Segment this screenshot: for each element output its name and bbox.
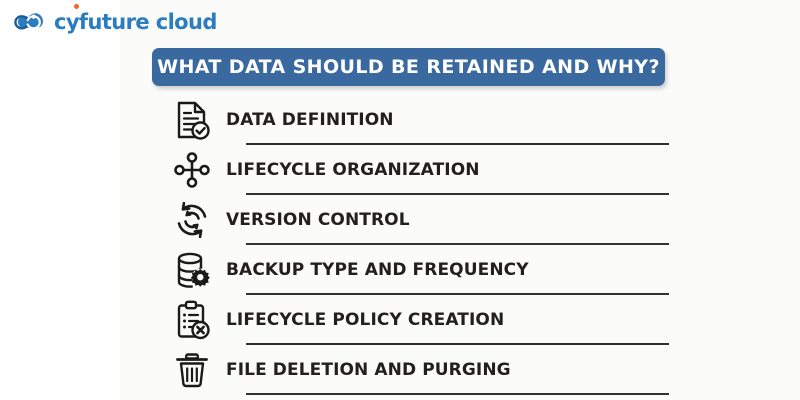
database-gear-icon <box>168 247 216 293</box>
list-item-label: BACKUP TYPE AND FREQUENCY <box>226 259 529 280</box>
trash-bin-icon <box>168 347 216 393</box>
brand-accent-dot <box>74 4 79 9</box>
list-item-label: LIFECYCLE POLICY CREATION <box>226 309 505 330</box>
brand-logo: cyfuture cloud <box>14 4 217 38</box>
network-nodes-icon <box>168 147 216 193</box>
list-item: LIFECYCLE POLICY CREATION <box>168 295 669 345</box>
list-item: DATA DEFINITION <box>168 95 669 145</box>
list-item: VERSION CONTROL <box>168 195 669 245</box>
title-banner: WHAT DATA SHOULD BE RETAINED AND WHY? <box>152 48 665 86</box>
brand-name: cyfuture cloud <box>54 9 217 34</box>
list-item-divider <box>246 243 669 245</box>
checklist: DATA DEFINITION LIFECYCLE ORGANIZATION <box>168 95 669 395</box>
list-item-label: DATA DEFINITION <box>226 109 394 130</box>
list-item-label: VERSION CONTROL <box>226 209 410 230</box>
list-item: LIFECYCLE ORGANIZATION <box>168 145 669 195</box>
list-item-divider <box>246 343 669 345</box>
list-item-divider <box>246 143 669 145</box>
cloud-infinity-icon <box>14 8 48 36</box>
list-item-divider <box>246 293 669 295</box>
document-check-icon <box>168 97 216 143</box>
list-item-divider <box>246 193 669 195</box>
list-item-label: LIFECYCLE ORGANIZATION <box>226 159 480 180</box>
list-item-divider <box>246 393 669 395</box>
list-item-label: FILE DELETION AND PURGING <box>226 359 511 380</box>
list-item: FILE DELETION AND PURGING <box>168 345 669 395</box>
page-title: WHAT DATA SHOULD BE RETAINED AND WHY? <box>157 56 660 78</box>
clipboard-x-icon <box>168 297 216 343</box>
list-item: BACKUP TYPE AND FREQUENCY <box>168 245 669 295</box>
sync-refresh-icon <box>168 197 216 243</box>
